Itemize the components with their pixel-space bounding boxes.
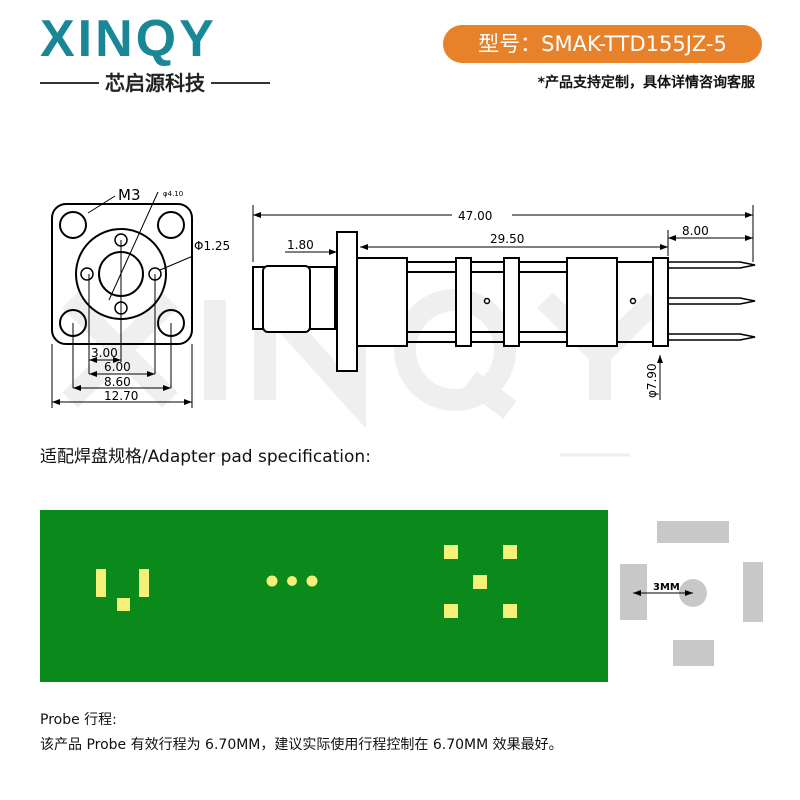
diameter-label: φ7.90 — [645, 363, 659, 398]
brand-logo: XINQY — [40, 10, 217, 68]
pad-rect — [743, 562, 763, 622]
pad-square — [444, 604, 458, 618]
front-view — [51, 191, 194, 408]
pad-circle — [266, 575, 278, 587]
brand-subtitle: 芯启源科技 — [40, 70, 270, 96]
dim-label: 3.00 — [91, 346, 118, 360]
pad-rect — [657, 521, 729, 543]
pad-square — [503, 545, 517, 559]
pad-circle — [287, 576, 297, 586]
pad-square — [444, 545, 458, 559]
brand-subtitle-text: 芯启源科技 — [105, 71, 205, 95]
pad-square — [473, 575, 487, 589]
dim-label: 12.70 — [104, 389, 138, 403]
divider — [40, 82, 99, 84]
technical-drawing: M3 φ4.10 Φ1.25 3.00 6.00 8.60 12.70 — [51, 186, 756, 408]
pad-dimension-diagram: 3MM — [620, 521, 763, 666]
pad-rect — [620, 564, 647, 620]
tip-length-label: 8.00 — [682, 224, 709, 238]
model-badge: 型号：SMAK-TTD155JZ-5 — [443, 25, 762, 63]
pcb-board — [40, 510, 608, 682]
pad-square — [117, 598, 130, 611]
spacing-label: 3MM — [653, 582, 680, 593]
watermark — [62, 271, 663, 457]
customization-note: *产品支持定制，具体详情咨询客服 — [537, 75, 755, 91]
side-view — [252, 231, 756, 372]
probe-description: 该产品 Probe 有效行程为 6.70MM，建议实际使用行程控制在 6.70M… — [40, 737, 563, 753]
pad-rect — [673, 640, 714, 666]
pad-rect — [96, 569, 106, 597]
thread-label: M3 — [118, 186, 141, 204]
dim-label: 8.60 — [104, 375, 131, 389]
body-length-label: 29.50 — [490, 232, 524, 246]
center-diameter-label: φ4.10 — [163, 190, 183, 198]
pin-diameter-label: Φ1.25 — [194, 239, 230, 253]
pad-layout — [96, 545, 517, 618]
pad-rect — [139, 569, 149, 597]
pad-square — [503, 604, 517, 618]
probe-title: Probe 行程: — [40, 712, 117, 728]
total-length-label: 47.00 — [458, 209, 492, 223]
pad-spec-title: 适配焊盘规格/Adapter pad specification: — [40, 447, 371, 467]
dim-label: 6.00 — [104, 360, 131, 374]
flange-label: 1.80 — [287, 238, 314, 252]
divider — [211, 82, 270, 84]
pad-circle — [306, 575, 318, 587]
